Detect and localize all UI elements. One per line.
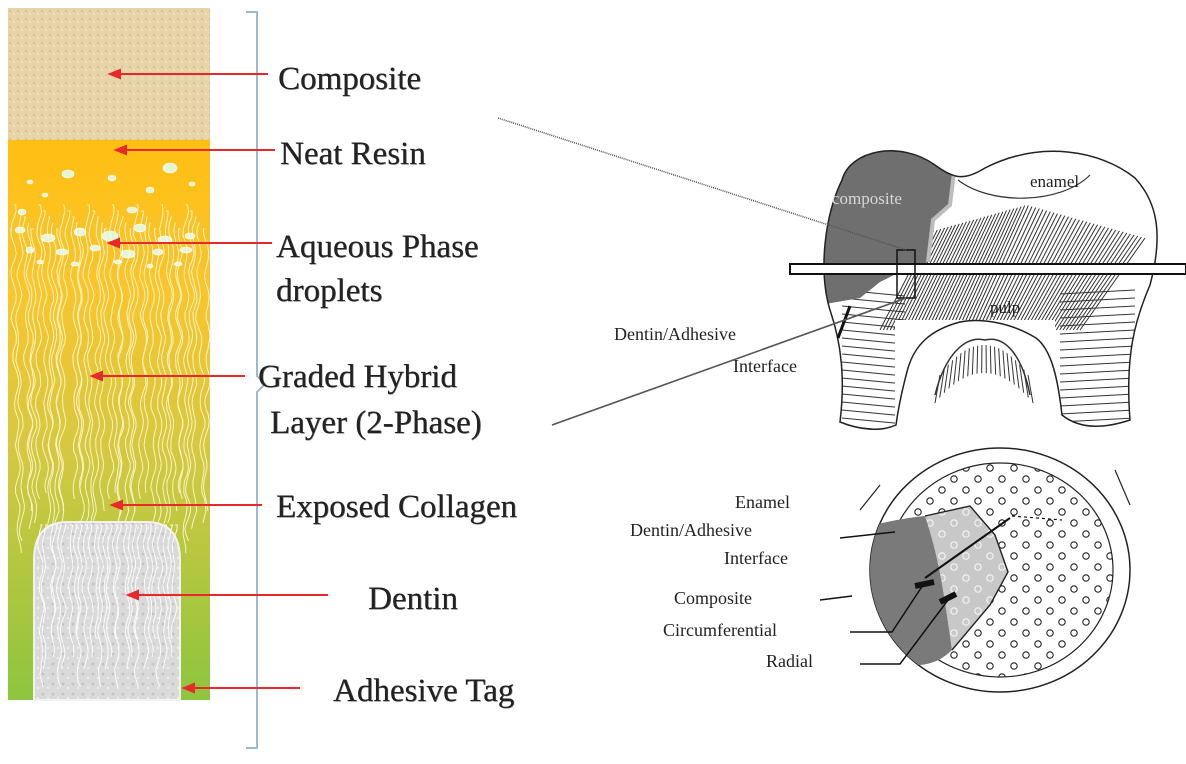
label-exposed-collagen: Exposed Collagen: [276, 488, 517, 526]
cross-label-circumferential: Circumferential: [663, 620, 777, 641]
tooth-label-interface-line1: Dentin/Adhesive: [614, 324, 736, 345]
label-neat-resin: Neat Resin: [280, 135, 426, 173]
label-aqueous-line1: Aqueous Phase: [276, 228, 479, 266]
label-composite: Composite: [278, 60, 421, 98]
label-aqueous-line2: droplets: [276, 272, 382, 310]
label-adhesive-tag: Adhesive Tag: [333, 672, 514, 710]
label-dentin: Dentin: [368, 580, 458, 618]
pulp-horn-hatch: [935, 339, 1033, 403]
tooth-label-enamel: enamel: [1030, 172, 1079, 192]
label-graded-line1: Graded Hybrid: [258, 358, 457, 396]
cross-label-radial: Radial: [766, 651, 813, 672]
tooth-diagram: [790, 140, 1186, 440]
tooth-label-interface-line2: Interface: [733, 356, 797, 377]
cross-label-enamel: Enamel: [735, 492, 790, 513]
cross-label-interface-line1: Dentin/Adhesive: [630, 520, 752, 541]
cross-label-composite: Composite: [674, 588, 752, 609]
tooth-label-composite: composite: [832, 189, 902, 209]
tooth-label-pulp: pulp: [990, 298, 1020, 318]
cross-section-diagram: [820, 448, 1130, 692]
label-graded-line2: Layer (2-Phase): [270, 404, 482, 442]
cross-label-interface-line2: Interface: [724, 548, 788, 569]
section-plane: [790, 264, 1186, 274]
